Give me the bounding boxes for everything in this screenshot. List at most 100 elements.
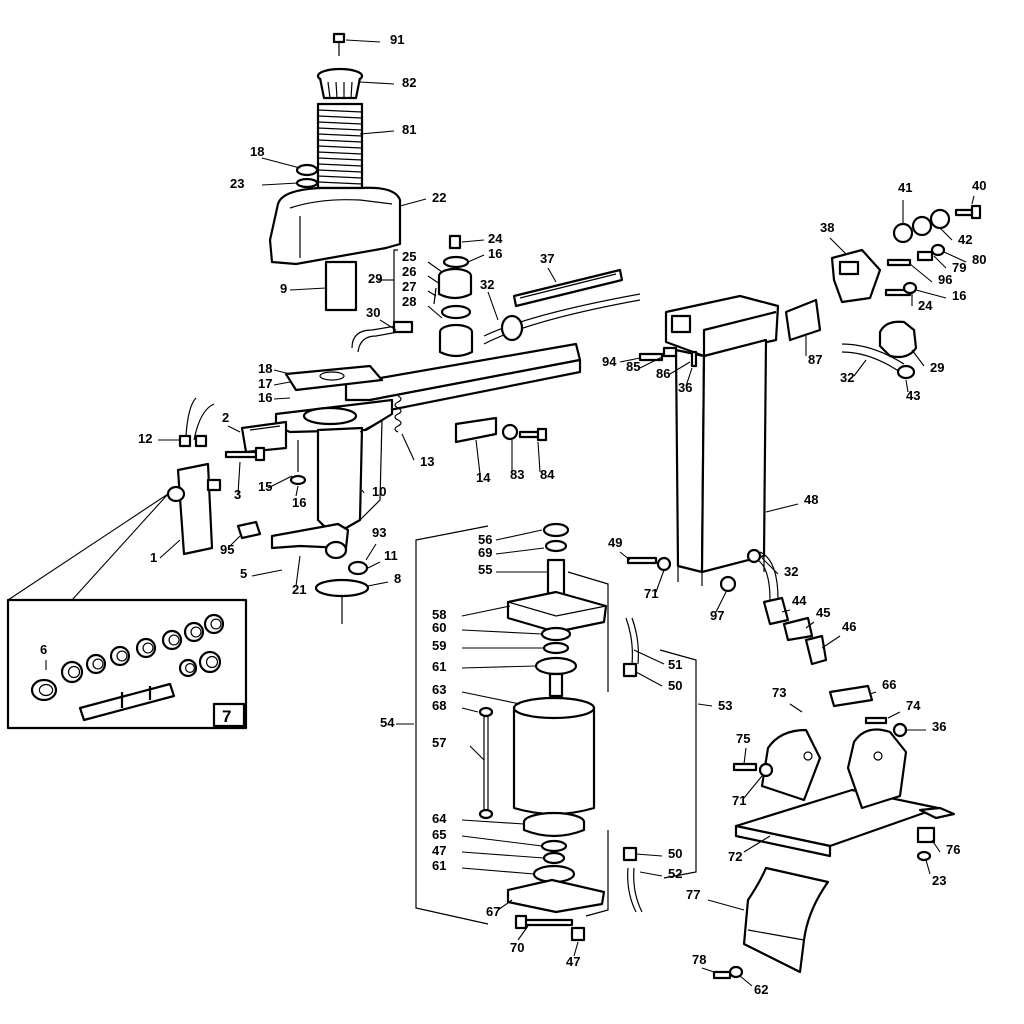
- seal-ring: [183, 621, 205, 643]
- callout-84: 84: [540, 467, 555, 482]
- callout-53: 53: [718, 698, 732, 713]
- callout-61: 61: [432, 858, 446, 873]
- bolt-84: [518, 427, 548, 442]
- tower-48: [664, 294, 780, 586]
- block-14: [454, 416, 498, 444]
- leader-line: [345, 39, 381, 43]
- leader-line: [781, 609, 791, 613]
- callout-58: 58: [432, 607, 446, 622]
- cable-32-right: [841, 343, 916, 380]
- leader-line: [461, 691, 521, 705]
- callout-51: 51: [668, 657, 682, 672]
- bushing-29-right: [878, 320, 918, 359]
- leader-line: [461, 851, 545, 859]
- leader-line: [251, 569, 283, 577]
- callout-23: 23: [932, 873, 946, 888]
- leader-line: [273, 397, 291, 400]
- bracket-38: [830, 248, 882, 304]
- callout-15: 15: [258, 479, 272, 494]
- chute-77: [742, 866, 830, 974]
- leader-line: [943, 251, 967, 263]
- hose-32-lower: [746, 548, 779, 601]
- leader-line: [365, 543, 377, 561]
- column-10: [316, 418, 383, 530]
- fasteners-79-80-96: [884, 243, 946, 297]
- leader-line: [427, 275, 441, 285]
- leader-line: [911, 349, 925, 367]
- leader-line: [461, 835, 543, 847]
- leader-line: [461, 239, 485, 243]
- bellows-ring: [317, 121, 363, 125]
- leader-line: [359, 81, 395, 85]
- callout-30: 30: [366, 305, 380, 320]
- leader-line: [905, 379, 909, 393]
- bellows-ring: [317, 127, 363, 131]
- screw-15: [289, 440, 307, 486]
- leader-line: [547, 267, 557, 283]
- leader-line: [367, 581, 389, 587]
- leader-line: [685, 367, 693, 387]
- bellows-ring: [317, 115, 363, 119]
- beam-arm: [344, 342, 582, 414]
- callout-47: 47: [432, 843, 446, 858]
- callout-71: 71: [644, 586, 658, 601]
- callout-66: 66: [882, 677, 896, 692]
- spring-13: [394, 395, 402, 433]
- seal-ring-inner: [190, 626, 202, 638]
- washer-83: [501, 423, 519, 441]
- leader-line: [925, 859, 931, 875]
- callout-18: 18: [250, 144, 264, 159]
- fittings-44-45-46: [762, 596, 828, 666]
- bellows-ring: [317, 163, 363, 167]
- housing-22: [268, 186, 402, 266]
- leader-line: [933, 255, 947, 269]
- callout-32: 32: [840, 370, 854, 385]
- inset-box: [6, 493, 248, 730]
- callout-11: 11: [384, 548, 398, 563]
- callout-78: 78: [692, 952, 706, 967]
- seal-ring-inner: [116, 650, 128, 662]
- leader-line: [367, 561, 381, 569]
- leader-line: [619, 551, 631, 561]
- seal-ring-inner: [210, 618, 222, 630]
- callout-40: 40: [972, 178, 986, 193]
- callout-17: 17: [258, 376, 272, 391]
- callout-75: 75: [736, 731, 750, 746]
- leader-line: [261, 182, 299, 186]
- callout-43: 43: [906, 388, 920, 403]
- seal-ring-inner: [205, 655, 219, 669]
- callout-labels: 9182811823222416252629272893732301817162…: [40, 32, 986, 997]
- leader-line: [401, 433, 415, 461]
- seal-ring-inner: [67, 665, 81, 679]
- leader-line: [461, 707, 479, 713]
- leader-line: [495, 547, 545, 555]
- leader-line: [461, 867, 535, 875]
- bellows-ring: [317, 169, 363, 173]
- callout-24: 24: [918, 298, 933, 313]
- callout-82: 82: [402, 75, 416, 90]
- bolt-74: [864, 716, 908, 738]
- seal-ring-inner: [185, 662, 196, 673]
- leader-line: [939, 227, 953, 241]
- callout-61: 61: [432, 659, 446, 674]
- valve-spool: [78, 682, 176, 722]
- callout-21: 21: [292, 582, 306, 597]
- leader-line: [427, 290, 437, 297]
- leader-line: [261, 157, 301, 169]
- callout-79: 79: [952, 260, 966, 275]
- callout-56: 56: [478, 532, 492, 547]
- leader-line: [295, 555, 301, 587]
- bellows-ring: [317, 181, 363, 185]
- callout-69: 69: [478, 545, 492, 560]
- nut-47-bottom: [570, 926, 586, 942]
- callout-3: 3: [234, 487, 241, 502]
- callout-27: 27: [402, 279, 416, 294]
- rail-37: [512, 268, 624, 308]
- leader-line: [765, 503, 799, 513]
- callout-37: 37: [540, 251, 554, 266]
- leader-line: [573, 941, 579, 957]
- callout-54: 54: [380, 715, 395, 730]
- callout-86: 86: [656, 366, 670, 381]
